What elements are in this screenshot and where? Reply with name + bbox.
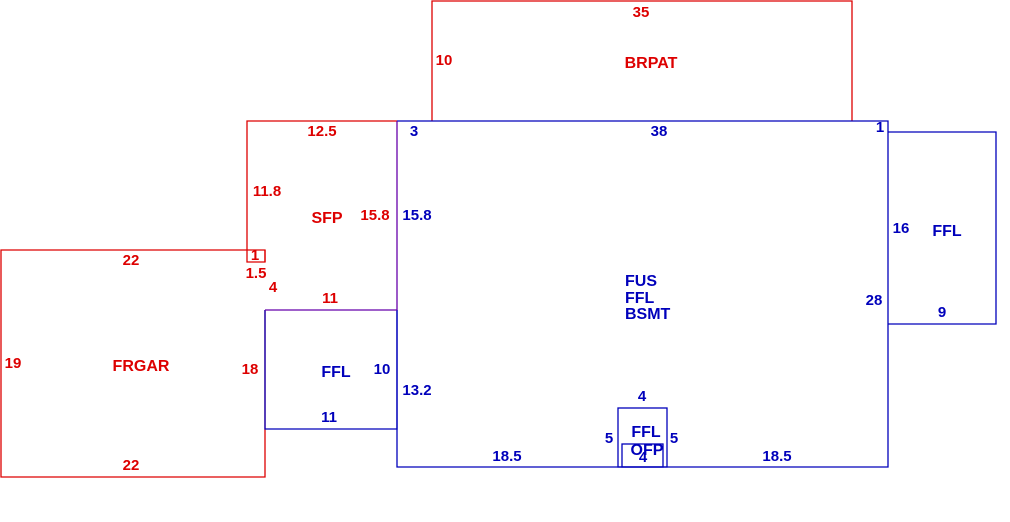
sfp-outline <box>246 120 397 250</box>
ffl-right-outline <box>888 131 997 325</box>
ffl-right-name: FFL <box>932 223 962 240</box>
main-name-line-1: FUS <box>625 273 657 290</box>
main-dim-bottom-right: 18.5 <box>762 448 791 465</box>
main-dim-left-lower: 13.2 <box>402 382 431 399</box>
sfp-dim-top: 12.5 <box>307 123 336 140</box>
sfp-dim-right: 15.8 <box>360 207 389 224</box>
ffl-right-dim-bottom: 9 <box>938 304 946 321</box>
small-dim-right: 5 <box>670 430 678 447</box>
brpat-name: BRPAT <box>625 55 678 72</box>
sfp-dim-left: 11.8 <box>253 183 281 200</box>
main-name-line-3: BSMT <box>625 306 671 323</box>
small-name-top: FFL <box>631 424 661 441</box>
frgar-dim-step-b: 4 <box>269 279 278 296</box>
sfp-name: SFP <box>311 210 342 227</box>
small-dim-left: 5 <box>605 430 613 447</box>
ffl-left-dim-right: 10 <box>374 361 391 378</box>
ffl-left-area <box>264 310 398 430</box>
main-dim-right-top: 1 <box>876 119 884 136</box>
main-dim-right: 28 <box>866 292 883 309</box>
main-dim-left-top: 3 <box>410 123 418 140</box>
main-dim-top: 38 <box>651 123 668 140</box>
ffl-left-outline <box>264 310 398 430</box>
ffl-left-name: FFL <box>321 364 351 381</box>
brpat-area <box>431 0 853 121</box>
brpat-dim-top: 35 <box>633 4 650 21</box>
main-dim-bottom-left: 18.5 <box>492 448 521 465</box>
sfp-dim-corner: 1 <box>251 247 259 264</box>
frgar-dim-step-a: 1.5 <box>246 265 267 282</box>
small-inner-rect <box>621 443 664 468</box>
ffl-right-dim-left: 16 <box>893 220 910 237</box>
main-name-line-2: FFL <box>625 290 655 307</box>
small-dim-top: 4 <box>638 388 647 405</box>
frgar-dim-left: 19 <box>5 355 22 372</box>
sfp-dim-bottom: 11 <box>322 290 338 307</box>
brpat-dim-left: 10 <box>436 52 453 69</box>
frgar-area <box>0 249 266 478</box>
ffl-left-dim-bottom: 11 <box>321 409 337 426</box>
frgar-dim-bottom: 22 <box>123 457 140 474</box>
frgar-name: FRGAR <box>113 358 170 375</box>
small-dim-bottom: 4 <box>639 449 648 466</box>
frgar-dim-right: 18 <box>242 361 259 378</box>
frgar-dim-top: 22 <box>123 252 140 269</box>
frgar-outline <box>0 249 266 478</box>
small-area <box>617 407 668 468</box>
small-name-bottom: OFP <box>631 442 664 459</box>
brpat-outline <box>431 0 853 121</box>
ffl-right-area <box>888 131 997 325</box>
main-dim-left-upper: 15.8 <box>402 207 431 224</box>
